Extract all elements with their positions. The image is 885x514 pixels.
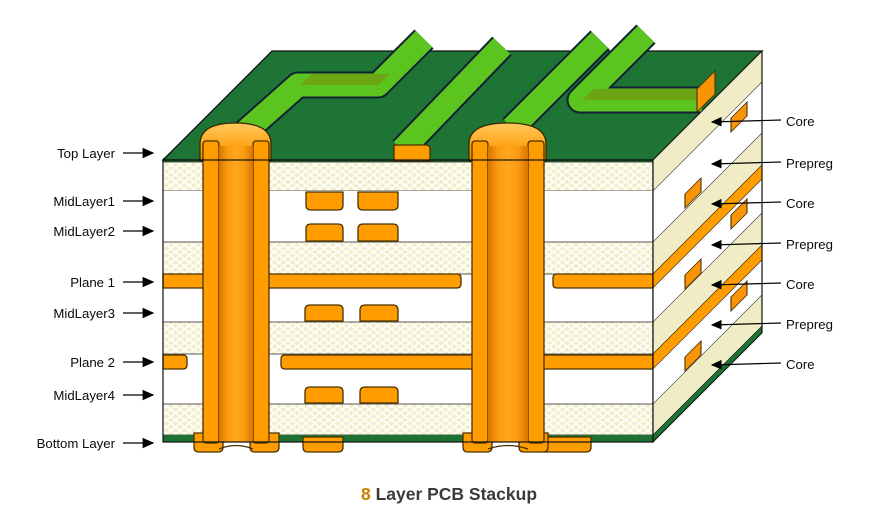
bottom-layer-pad	[302, 436, 344, 453]
trace-3	[503, 31, 609, 137]
arrow-prepreg-1	[710, 158, 782, 169]
arrow-core-1	[710, 116, 782, 127]
side-pad	[684, 257, 702, 291]
midlayer1-pad	[357, 191, 399, 211]
midlayer3-pads	[304, 304, 399, 322]
arrow-prepreg-3	[710, 319, 782, 330]
label-plane2: Plane 2	[70, 355, 115, 370]
arrow-prepreg-2	[710, 239, 782, 250]
midlayer3-pad	[359, 304, 399, 322]
plane2-copper	[162, 354, 654, 370]
midlayer1-pads	[305, 191, 399, 211]
title-number: 8	[361, 484, 371, 504]
label-core-3: Core	[786, 277, 815, 292]
midlayer1-pad	[305, 191, 344, 211]
plane1-copper	[162, 273, 654, 289]
label-midlayer3: MidLayer3	[53, 306, 115, 321]
label-plane1: Plane 1	[70, 275, 115, 290]
via2-barrel-hole	[488, 146, 528, 442]
label-midlayer4: MidLayer4	[53, 388, 115, 403]
side-face-outline	[652, 49, 763, 444]
midlayer4-pads	[304, 386, 399, 404]
bottom-soldermask-edge	[163, 435, 653, 442]
midlayer2-pad	[357, 223, 399, 242]
label-core-2: Core	[786, 196, 815, 211]
label-core-1: Core	[786, 114, 815, 129]
label-midlayer2: MidLayer2	[53, 224, 115, 239]
midlayer3-pad	[304, 304, 344, 322]
via2-barrel-bottom	[487, 444, 529, 450]
label-prepreg-1: Prepreg	[786, 156, 833, 171]
right-labels: Core Prepreg Core Prepreg Core Prepreg C…	[710, 114, 833, 372]
label-prepreg-2: Prepreg	[786, 237, 833, 252]
plane1-mid-segment	[249, 273, 462, 289]
plane2-left-stub	[162, 354, 188, 370]
label-prepreg-3: Prepreg	[786, 317, 833, 332]
via1-left-wall	[202, 140, 220, 444]
side-pad	[684, 339, 702, 373]
label-core-4: Core	[786, 357, 815, 372]
side-pad-cross-sections	[684, 69, 748, 373]
label-bottom-layer: Bottom Layer	[37, 436, 116, 451]
via1-right-wall	[252, 140, 270, 444]
title-rest: Layer PCB Stackup	[371, 484, 537, 504]
side-pad	[730, 100, 748, 134]
board-top-face	[161, 24, 764, 163]
arrow-core-4	[710, 359, 782, 370]
via2-bottom-trace	[543, 436, 592, 453]
plane1-right-segment	[552, 273, 654, 289]
via-1	[193, 122, 280, 453]
midlayer2-pads	[305, 223, 399, 242]
midlayer2-pad	[305, 223, 344, 242]
via-2	[462, 122, 549, 453]
trace-4-top-facet	[582, 89, 702, 100]
side-pad	[684, 176, 702, 210]
via2-right-wall	[527, 140, 545, 444]
plane2-main-segment	[280, 354, 654, 370]
arrow-core-2	[710, 198, 782, 209]
trace-1-top-facet	[300, 74, 390, 85]
left-labels: Top Layer MidLayer1 MidLayer2 Plane 1 Mi…	[37, 146, 155, 451]
board-side-face	[652, 49, 763, 444]
side-pad	[730, 279, 748, 313]
diagram-title: 8 Layer PCB Stackup	[361, 484, 537, 504]
via1-barrel-hole	[219, 146, 253, 442]
arrow-core-3	[710, 279, 782, 290]
label-top-layer: Top Layer	[57, 146, 116, 161]
midlayer4-pad	[359, 386, 399, 404]
trace-2-edge-pad	[393, 144, 431, 162]
via2-left-wall	[471, 140, 489, 444]
side-pad	[730, 197, 748, 231]
via1-barrel-bottom	[218, 444, 254, 450]
midlayer4-pad	[304, 386, 344, 404]
label-midlayer1: MidLayer1	[53, 194, 115, 209]
trace-4-edge-pad	[696, 69, 716, 114]
trace-2	[393, 38, 511, 158]
top-traces	[236, 24, 702, 160]
